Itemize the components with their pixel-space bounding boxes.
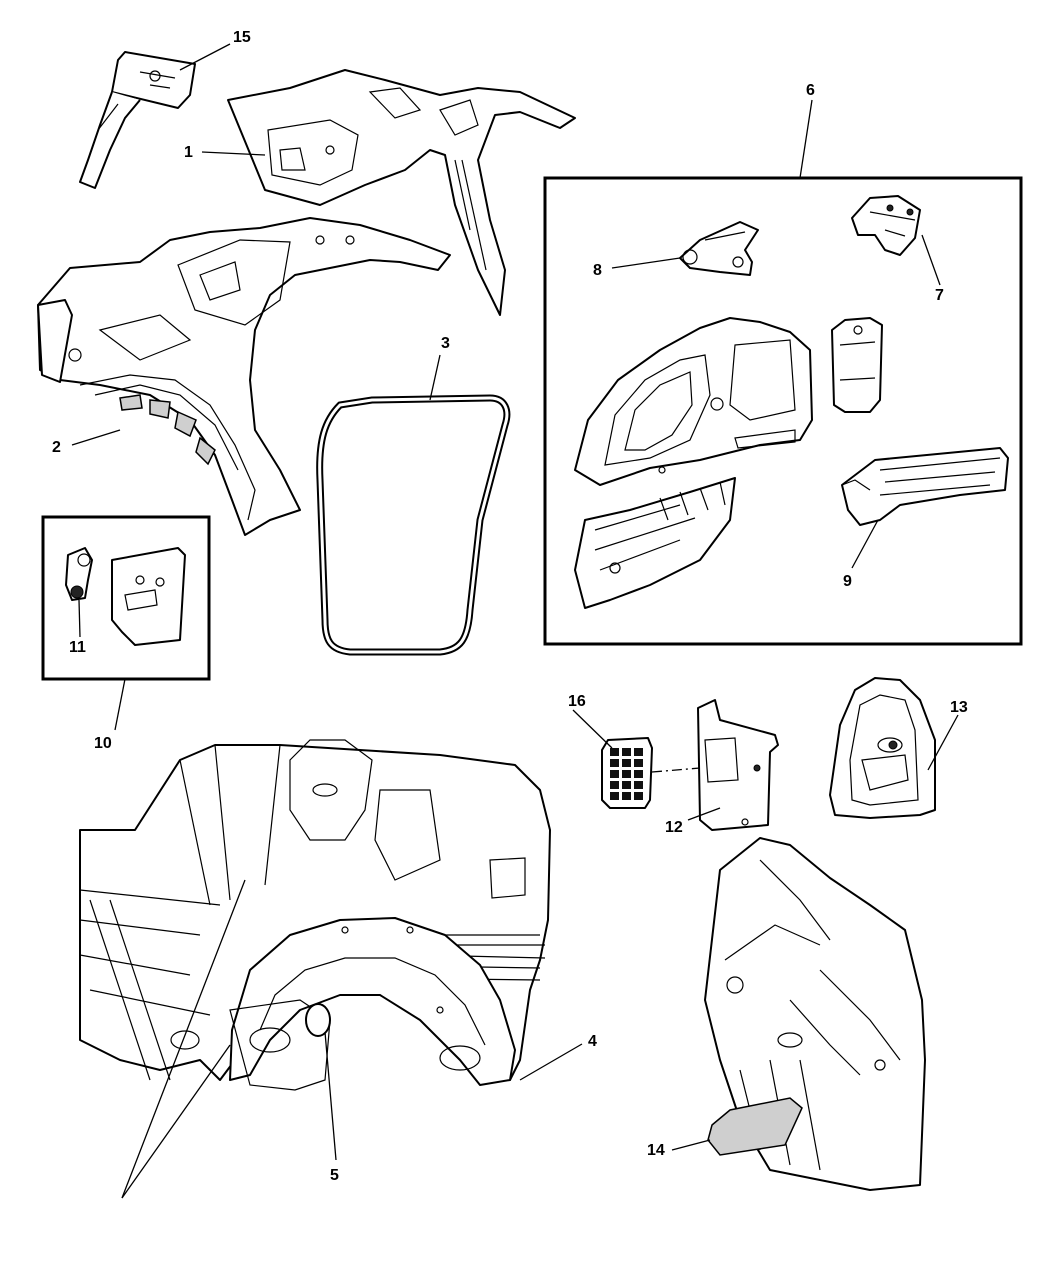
- grille-slot: [610, 770, 619, 778]
- part-13-liner: [829, 677, 936, 819]
- part-2-wheelhouse-panel: [37, 217, 451, 536]
- part-4-wheelhouse-liner-assembly: [79, 739, 551, 1091]
- callout-11: 11: [69, 639, 86, 656]
- callout-1: 1: [184, 144, 193, 161]
- grille-slot: [634, 792, 643, 800]
- group-box-6: [543, 176, 1023, 646]
- part-8-bracket: [679, 221, 759, 276]
- part-14-pad: [707, 1097, 803, 1156]
- part-7-bracket: [851, 195, 921, 256]
- callout-10: 10: [94, 735, 112, 752]
- group-box-10: [41, 515, 211, 681]
- grille-slot: [634, 781, 643, 789]
- box-6-reinforcement: [574, 477, 736, 609]
- grille-slot: [610, 781, 619, 789]
- grille-slot: [622, 792, 631, 800]
- grille-slot: [634, 748, 643, 756]
- grille-slot: [610, 759, 619, 767]
- grille-slot: [634, 759, 643, 767]
- grille-slot: [610, 748, 619, 756]
- part-12-plate: [697, 699, 779, 831]
- grille-slot: [634, 770, 643, 778]
- callouts: 15 1 2 3 6 8 7 9 11 10 16 12 13 4 5 14: [52, 29, 968, 1184]
- part-5-plug: [305, 1003, 331, 1037]
- part-16-vent-grille: [601, 737, 653, 809]
- callout-12: 12: [665, 819, 683, 836]
- callout-14: 14: [647, 1142, 665, 1159]
- part-3-weatherstrip: [316, 394, 511, 656]
- callout-5: 5: [330, 1167, 339, 1184]
- callout-15: 15: [233, 29, 251, 46]
- box-6-side-panel: [831, 317, 883, 413]
- callout-9: 9: [843, 573, 852, 590]
- callout-4: 4: [588, 1033, 597, 1050]
- part-15-brace: [79, 51, 196, 189]
- callout-13: 13: [950, 699, 968, 716]
- part-14-assembly: [704, 837, 926, 1191]
- part-1-upper-panel: [227, 69, 576, 316]
- part-11-clip: [65, 547, 93, 601]
- grille-slot: [622, 759, 631, 767]
- grille-slot: [622, 781, 631, 789]
- callout-8: 8: [593, 262, 602, 279]
- leader-lines: [71, 43, 959, 1199]
- grille-slot: [610, 792, 619, 800]
- dash-line-16-12: [651, 767, 701, 773]
- callout-6: 6: [806, 82, 815, 99]
- callout-3: 3: [441, 335, 450, 352]
- callout-2: 2: [52, 439, 61, 456]
- part-9-panel: [841, 447, 1009, 526]
- box-10-plate: [111, 547, 186, 646]
- grille-slot: [622, 748, 631, 756]
- callout-7: 7: [935, 287, 944, 304]
- grille-slot: [622, 770, 631, 778]
- box-6-wheelhouse-panel: [574, 317, 813, 486]
- callout-16: 16: [568, 693, 586, 710]
